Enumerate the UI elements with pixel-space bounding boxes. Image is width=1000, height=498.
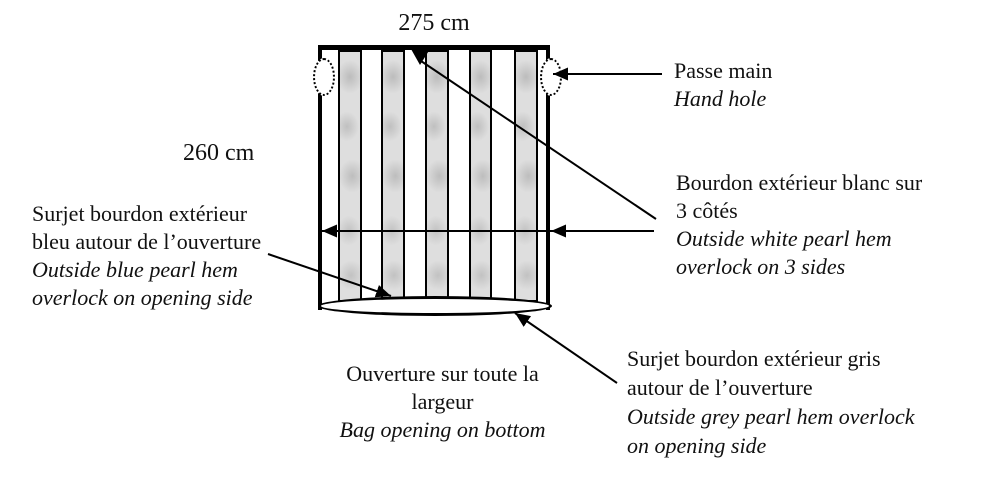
blue-hem-en-line2: overlock on opening side bbox=[32, 285, 253, 310]
white-hem-label: Bourdon extérieur blanc sur 3 côtés Outs… bbox=[676, 169, 922, 281]
white-hem-en-line1: Outside white pearl hem bbox=[676, 226, 892, 251]
blue-hem-en-line1: Outside blue pearl hem bbox=[32, 257, 238, 282]
blue-hem-label: Surjet bourdon extérieur bleu autour de … bbox=[32, 200, 261, 312]
white-hem-fr-line1: Bourdon extérieur blanc sur bbox=[676, 170, 923, 195]
fabric-panel bbox=[514, 50, 538, 302]
grey-hem-arrow bbox=[514, 312, 618, 384]
fabric-panel bbox=[381, 50, 405, 302]
fabric-panel bbox=[338, 50, 362, 302]
grey-hem-fr-line1: Surjet bourdon extérieur gris bbox=[627, 346, 881, 371]
hand-hole-label: Passe main Hand hole bbox=[674, 57, 772, 113]
white-hem-fr-line2: 3 côtés bbox=[676, 198, 738, 223]
fabric-panel bbox=[469, 50, 492, 302]
opening-fr-line2: largeur bbox=[411, 389, 474, 414]
hand-hole-label-en: Hand hole bbox=[674, 86, 767, 111]
grey-hem-en-line1: Outside grey pearl hem overlock bbox=[627, 404, 915, 429]
top-hem-line bbox=[420, 60, 657, 220]
opening-fr-line1: Ouverture sur toute la bbox=[346, 361, 539, 386]
grey-hem-label: Surjet bourdon extérieur gris autour de … bbox=[627, 344, 915, 460]
width-dimension-label: 275 cm bbox=[398, 10, 470, 36]
bag-opening-label: Ouverture sur toute la largeur Bag openi… bbox=[320, 360, 565, 444]
hand-hole-left-icon bbox=[313, 58, 335, 96]
height-dimension-label: 260 cm bbox=[183, 140, 255, 166]
grey-hem-fr-line2: autour de l’ouverture bbox=[627, 375, 813, 400]
top-hem-arrowhead bbox=[411, 49, 430, 65]
white-hem-en-line2: overlock on 3 sides bbox=[676, 254, 846, 279]
blue-hem-fr-line1: Surjet bourdon extérieur bbox=[32, 201, 248, 226]
blue-hem-arrow bbox=[267, 253, 392, 298]
grey-hem-en-line2: on opening side bbox=[627, 433, 767, 458]
bag-outline bbox=[318, 45, 550, 310]
blue-hem-fr-line2: bleu autour de l’ouverture bbox=[32, 229, 262, 254]
bag-opening-ellipse bbox=[318, 296, 552, 316]
opening-en-line1: Bag opening on bottom bbox=[339, 417, 546, 442]
hand-hole-label-fr: Passe main bbox=[674, 58, 773, 83]
